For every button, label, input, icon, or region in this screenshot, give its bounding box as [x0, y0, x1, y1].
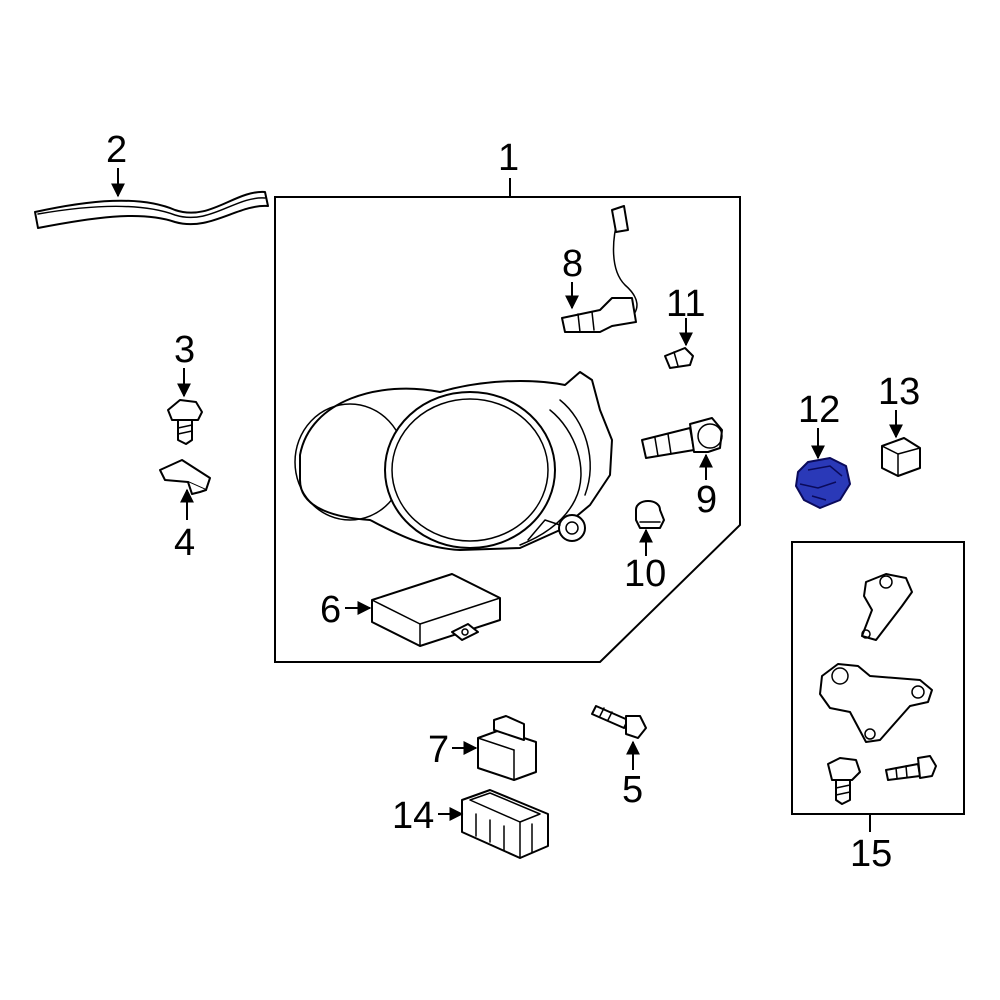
- callout-3[interactable]: 3: [174, 329, 195, 371]
- part-15-kit-box: [791, 541, 965, 815]
- callout-12[interactable]: 12: [798, 389, 840, 431]
- part-9-hid-bulb[interactable]: [641, 417, 723, 459]
- part-12-bulb-socket[interactable]: [795, 457, 851, 509]
- callout-10[interactable]: 10: [624, 553, 666, 595]
- part-15-bolt[interactable]: [827, 757, 861, 805]
- callout-15[interactable]: 15: [850, 833, 892, 875]
- callout-11[interactable]: 11: [666, 283, 705, 325]
- callout-9[interactable]: 9: [696, 479, 717, 521]
- part-15-lower-bracket[interactable]: [819, 663, 933, 743]
- callout-13[interactable]: 13: [878, 371, 920, 413]
- part-8-bulb[interactable]: [561, 205, 638, 333]
- part-11-small-bulb[interactable]: [664, 347, 694, 369]
- callout-6[interactable]: 6: [320, 589, 341, 631]
- callout-1[interactable]: 1: [498, 137, 519, 179]
- part-5-screw[interactable]: [591, 705, 647, 739]
- part-1-headlamp[interactable]: [294, 371, 613, 551]
- part-14-cover[interactable]: [461, 789, 549, 859]
- part-4-clip[interactable]: [159, 459, 211, 495]
- part-15-screw[interactable]: [885, 755, 937, 781]
- part-10-turn-bulb[interactable]: [635, 500, 665, 529]
- part-6-control-module[interactable]: [371, 573, 501, 647]
- headlamp-assembly-box: [274, 196, 741, 663]
- callout-5[interactable]: 5: [622, 769, 643, 811]
- part-7-grommet[interactable]: [477, 715, 537, 781]
- callout-2[interactable]: 2: [106, 129, 127, 171]
- part-3-bolt[interactable]: [167, 399, 203, 445]
- callout-7[interactable]: 7: [428, 729, 449, 771]
- callout-4[interactable]: 4: [174, 522, 195, 564]
- part-2-trim-strip[interactable]: [34, 190, 269, 229]
- part-13-cap[interactable]: [881, 437, 921, 477]
- part-15-upper-bracket[interactable]: [861, 573, 913, 641]
- callout-14[interactable]: 14: [392, 795, 434, 837]
- callout-8[interactable]: 8: [562, 243, 583, 285]
